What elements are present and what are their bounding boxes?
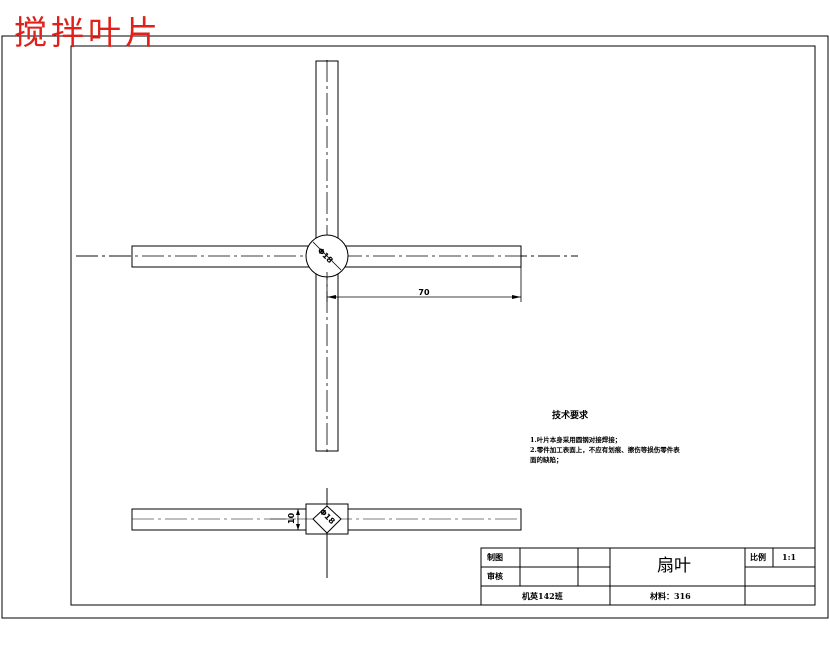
outer-border [1, 35, 829, 619]
drawn-label: 制图 [487, 552, 503, 562]
page-title: 搅拌叶片 [14, 13, 162, 52]
tech-requirement-item: 面的缺陷； [530, 456, 563, 464]
tech-requirements: 技术要求 1.叶片本身采用圆钢对接焊接； 2.零件加工表面上，不应有划痕、擦伤等… [530, 408, 745, 465]
dim-label-70: 70 [418, 288, 430, 297]
tech-requirement-item: 1.叶片本身采用圆钢对接焊接； [530, 436, 622, 444]
side-hub-diamond [312, 505, 342, 534]
tech-requirement-item: 2.零件加工表面上，不应有划痕、擦伤等损伤零件表 [530, 446, 680, 454]
part-name: 扇叶 [657, 556, 691, 576]
scale-label: 比例 [750, 552, 766, 562]
checked-label: 审核 [487, 571, 503, 581]
dim-label-10: 10 [287, 512, 296, 524]
side-view [131, 488, 522, 578]
top-view [76, 60, 578, 452]
title-block [480, 547, 816, 606]
tech-requirements-title: 技术要求 [552, 411, 589, 421]
material-label: 材料：316 [650, 591, 691, 601]
scale-value: 1:1 [782, 552, 797, 562]
class-name: 机英142班 [522, 591, 563, 601]
inner-frame [70, 45, 816, 606]
